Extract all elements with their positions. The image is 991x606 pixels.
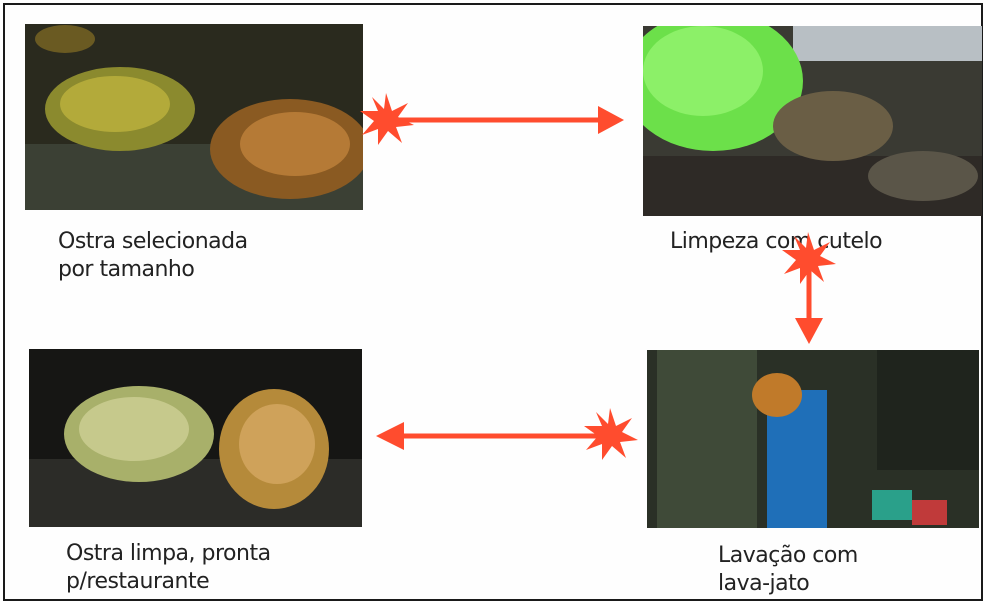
photo-oysters-clean [29,349,362,527]
caption-oysters-selected: Ostra selecionada por tamanho [58,228,248,284]
caption-washing-lavajato: Lavação com lava-jato [718,542,858,598]
caption-cleaning-cleaver: Limpeza com cutelo [670,228,882,256]
photo-washing-lavajato [647,350,979,528]
photo-oysters-selected [25,24,363,210]
caption-oysters-clean: Ostra limpa, pronta p/restaurante [66,540,271,596]
photo-cleaning-cleaver [643,26,982,216]
